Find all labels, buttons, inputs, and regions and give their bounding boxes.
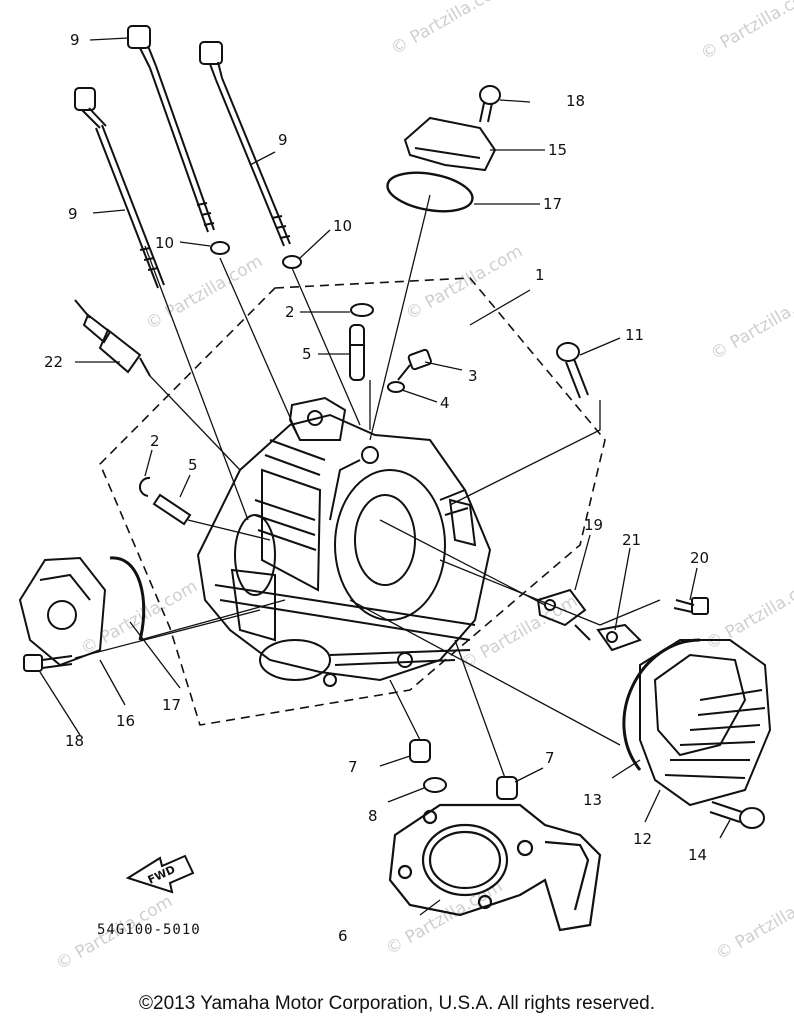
leader-lines xyxy=(39,37,731,916)
watermark-2: © Partzilla.com xyxy=(698,0,794,64)
screw-18-left xyxy=(23,654,73,672)
dowel-pin-7-right xyxy=(496,776,518,800)
o-ring-13 xyxy=(622,638,701,771)
o-ring-17-top xyxy=(386,171,474,213)
callout-10b: 10 xyxy=(333,217,352,235)
callout-15: 15 xyxy=(548,141,567,159)
cylinder-head xyxy=(196,396,492,687)
callout-22: 22 xyxy=(44,353,63,371)
washer-4 xyxy=(387,381,405,393)
callout-18b: 18 xyxy=(65,732,84,750)
washer-8 xyxy=(423,777,447,793)
watermark-1: © Partzilla.com xyxy=(388,0,512,59)
screw-18-top xyxy=(479,85,501,123)
spark-plug-22 xyxy=(74,299,151,377)
callout-1: 1 xyxy=(535,266,545,284)
callout-9c: 9 xyxy=(68,205,78,223)
callout-16: 16 xyxy=(116,712,135,730)
head-bolt-9c xyxy=(199,41,291,247)
bolt-3 xyxy=(397,348,432,381)
watermark-5: © Partzilla.com xyxy=(708,281,794,364)
callout-9a: 9 xyxy=(70,31,80,49)
cap-15 xyxy=(403,116,497,172)
callout-4: 4 xyxy=(440,394,450,412)
callout-20: 20 xyxy=(690,549,709,567)
watermark-4: © Partzilla.com xyxy=(403,241,527,324)
valve-guide-5-top xyxy=(349,324,365,381)
callout-5b: 5 xyxy=(188,456,198,474)
fwd-arrow: FWD xyxy=(125,854,195,894)
callout-18a: 18 xyxy=(566,92,585,110)
bracket-21 xyxy=(596,623,642,652)
callout-8: 8 xyxy=(368,807,378,825)
callout-21: 21 xyxy=(622,531,641,549)
callout-11: 11 xyxy=(625,326,644,344)
callout-7b: 7 xyxy=(545,749,555,767)
bolt-11 xyxy=(556,342,589,399)
copyright-notice: ©2013 Yamaha Motor Corporation, U.S.A. A… xyxy=(139,993,655,1014)
callout-14: 14 xyxy=(688,846,707,864)
side-cover-16 xyxy=(18,556,107,667)
washer-10a xyxy=(210,241,230,255)
clip-2-left xyxy=(139,476,151,497)
assembly-boundary-dashed xyxy=(99,277,606,726)
callout-10a: 10 xyxy=(155,234,174,252)
callout-3: 3 xyxy=(468,367,478,385)
o-ring-17-left xyxy=(109,556,146,641)
callout-19: 19 xyxy=(584,516,603,534)
callout-2a: 2 xyxy=(285,303,295,321)
clip-2-top xyxy=(350,303,374,317)
head-gasket-6 xyxy=(388,803,602,932)
valve-guide-5-left xyxy=(152,493,192,526)
part-code: 54G100-5010 xyxy=(97,922,201,938)
callout-9b: 9 xyxy=(278,131,288,149)
callout-17b: 17 xyxy=(162,696,181,714)
callouts: 9 9 9 10 10 18 15 17 1 11 2 5 3 4 22 2 5… xyxy=(44,31,709,945)
callout-17a: 17 xyxy=(543,195,562,213)
callout-7a: 7 xyxy=(348,758,358,776)
head-bolt-9a xyxy=(74,87,165,289)
watermarks: © Partzilla.com © Partzilla.com © Partzi… xyxy=(53,0,794,974)
bolt-14 xyxy=(709,801,765,829)
watermark-8: © Partzilla.com xyxy=(703,571,794,654)
callout-2b: 2 xyxy=(150,432,160,450)
callout-13: 13 xyxy=(583,791,602,809)
callout-6: 6 xyxy=(338,927,348,945)
dowel-pin-7-left xyxy=(409,739,431,763)
callout-12: 12 xyxy=(633,830,652,848)
watermark-6: © Partzilla.com xyxy=(78,576,202,659)
watermark-11: © Partzilla.com xyxy=(713,881,794,964)
valve-cover-12 xyxy=(639,639,772,807)
head-bolt-9b xyxy=(127,25,215,233)
bolt-20 xyxy=(673,597,709,615)
callout-5a: 5 xyxy=(302,345,312,363)
washer-10b xyxy=(282,255,302,269)
